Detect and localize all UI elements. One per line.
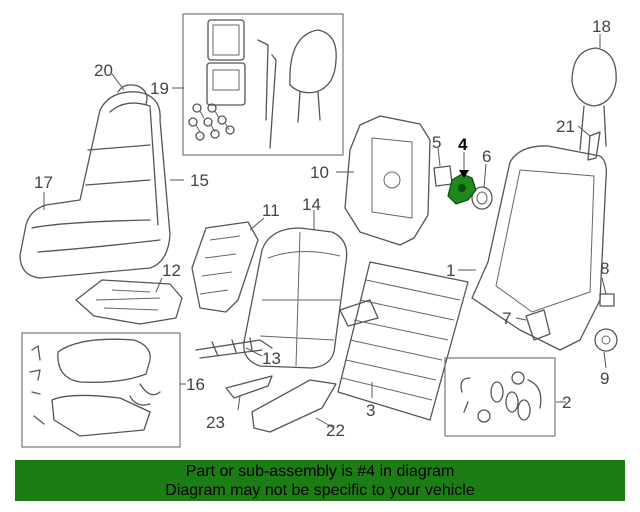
part-11-cushion-pad[interactable] <box>191 221 259 313</box>
part-9-gear[interactable] <box>594 328 618 352</box>
screws-icon <box>188 103 235 141</box>
part-1-seat-back-frame[interactable] <box>471 145 608 351</box>
part-2-hardware-kit-box[interactable] <box>444 357 556 437</box>
callout-1[interactable]: 1 <box>446 261 455 280</box>
part-16-cushion-kit-box[interactable] <box>21 332 181 448</box>
info-banner: Part or sub-assembly is #4 in diagram Di… <box>15 460 625 501</box>
callout-4[interactable]: 4 <box>458 135 468 154</box>
callout-9[interactable]: 9 <box>600 369 609 388</box>
callout-21[interactable]: 21 <box>556 117 575 136</box>
part-4-highlighted-component[interactable] <box>447 173 477 205</box>
callout-12[interactable]: 12 <box>162 261 181 280</box>
callout-20[interactable]: 20 <box>94 61 113 80</box>
callout-18[interactable]: 18 <box>592 17 611 36</box>
part-19-kit-box[interactable] <box>182 13 344 156</box>
part-3-spring-frame[interactable] <box>337 261 469 421</box>
part-10-back-panel[interactable] <box>344 115 431 246</box>
part-12-heater-mat[interactable] <box>75 279 183 325</box>
part-8-clip[interactable] <box>599 293 615 307</box>
arrow-down-icon <box>459 170 469 178</box>
callout-15[interactable]: 15 <box>190 171 209 190</box>
callout-16[interactable]: 16 <box>186 375 205 394</box>
banner-line-1: Part or sub-assembly is #4 in diagram <box>185 463 455 480</box>
parts-diagram: 1 2 3 4 5 6 7 8 9 10 11 12 13 14 15 16 1… <box>19 13 618 448</box>
leader-lines <box>43 34 607 429</box>
part-13-wire-harness[interactable] <box>195 337 273 359</box>
callout-22[interactable]: 22 <box>326 421 345 440</box>
callout-23[interactable]: 23 <box>206 413 225 432</box>
part-6-knob[interactable] <box>471 186 493 210</box>
callout-5[interactable]: 5 <box>432 133 441 152</box>
callout-3[interactable]: 3 <box>366 401 375 420</box>
callout-8[interactable]: 8 <box>600 259 609 278</box>
part-23-trim-piece[interactable] <box>225 375 273 399</box>
callout-2[interactable]: 2 <box>562 393 571 412</box>
part-18-headrest[interactable] <box>571 47 617 151</box>
callout-17[interactable]: 17 <box>34 173 53 192</box>
callout-13[interactable]: 13 <box>262 349 281 368</box>
part-14-back-cover[interactable] <box>243 227 348 369</box>
part-5-clip[interactable] <box>433 165 453 187</box>
part-17-seat-assembly[interactable] <box>19 84 171 279</box>
banner-line-2: Diagram may not be specific to your vehi… <box>165 482 475 499</box>
callout-11[interactable]: 11 <box>262 201 280 220</box>
callout-14[interactable]: 14 <box>302 195 321 214</box>
callout-19[interactable]: 19 <box>150 79 169 98</box>
callout-7[interactable]: 7 <box>502 309 511 328</box>
part-22-side-shield[interactable] <box>251 379 337 433</box>
part-7-bracket[interactable] <box>525 309 551 341</box>
callout-labels: 1 2 3 4 5 6 7 8 9 10 11 12 13 14 15 16 1… <box>34 17 611 440</box>
exploded-view-svg: 1 2 3 4 5 6 7 8 9 10 11 12 13 14 15 16 1… <box>19 13 618 448</box>
callout-10[interactable]: 10 <box>310 163 329 182</box>
callout-6[interactable]: 6 <box>482 147 491 166</box>
part-21-guide-sleeve[interactable] <box>587 131 601 161</box>
